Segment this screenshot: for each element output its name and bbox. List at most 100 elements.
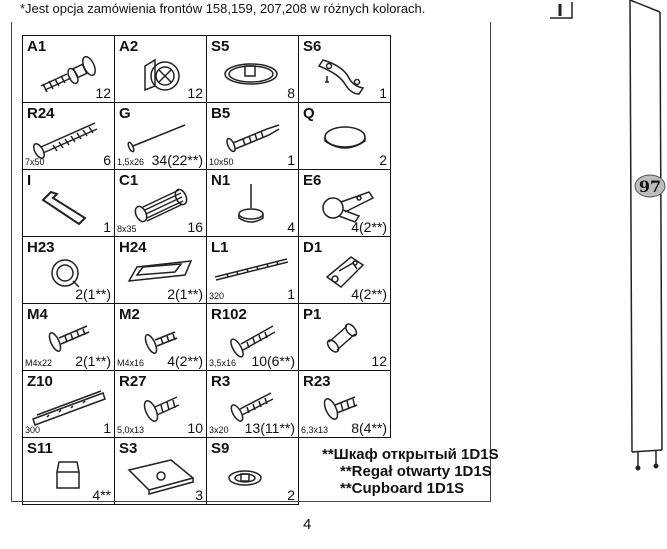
part-quantity: 4(2**) bbox=[167, 353, 203, 369]
part-cell: I 1 bbox=[23, 170, 115, 237]
part-quantity: 6 bbox=[103, 152, 111, 168]
panel-badge bbox=[634, 174, 666, 198]
part-code: Z10 bbox=[27, 373, 53, 390]
part-size: 3,5x16 bbox=[209, 358, 237, 368]
part-cell: R27 5,0x13 10 bbox=[115, 371, 207, 438]
part-size: 320 bbox=[209, 291, 225, 301]
part-code: N1 bbox=[211, 172, 231, 189]
part-quantity: 12 bbox=[371, 353, 387, 369]
rod-icon bbox=[214, 258, 289, 281]
part-quantity: 2 bbox=[379, 152, 387, 168]
part-cell: H24 2(1**) bbox=[115, 237, 207, 304]
part-size: 1,5x26 bbox=[117, 157, 145, 167]
part-size: 7x50 bbox=[25, 157, 45, 167]
hinge-plate-icon bbox=[325, 256, 365, 288]
part-size: 6,3x13 bbox=[301, 425, 329, 435]
product-name-en: **Cupboard 1D1S bbox=[340, 480, 465, 497]
part-code: S3 bbox=[119, 440, 138, 457]
part-cell: R24 7x50 6 bbox=[23, 103, 115, 170]
ring-shelf-support-icon bbox=[224, 63, 278, 85]
part-code: M2 bbox=[119, 306, 140, 323]
part-cell: S6 1 bbox=[299, 36, 391, 103]
drawer-runner-icon bbox=[32, 390, 106, 426]
part-code: C1 bbox=[119, 172, 139, 189]
cabinet-side-panel: 97 bbox=[550, 0, 666, 471]
wall-bracket-icon bbox=[317, 59, 365, 95]
part-size: M4x22 bbox=[25, 358, 53, 368]
part-cell: M2 M4x16 4(2**) bbox=[115, 304, 207, 371]
part-code: G bbox=[119, 105, 131, 122]
short-machine-screw-icon bbox=[144, 331, 178, 354]
part-quantity: 1 bbox=[287, 152, 295, 168]
part-size: 300 bbox=[25, 425, 41, 435]
part-quantity: 2(1**) bbox=[167, 286, 203, 302]
shelf-pin-icon bbox=[56, 461, 80, 489]
long-screw-icon bbox=[32, 122, 98, 159]
part-quantity: 13(11**) bbox=[244, 420, 295, 436]
part-quantity: 1 bbox=[103, 219, 111, 235]
part-cell: P1 12 bbox=[299, 304, 391, 371]
wooden-dowel-icon bbox=[134, 188, 188, 223]
product-names: **Шкаф открытый 1D1S **Regał otwarty 1D1… bbox=[322, 446, 499, 497]
part-quantity: 4(2**) bbox=[351, 286, 387, 302]
panel-label: 97 bbox=[639, 177, 661, 196]
part-code: P1 bbox=[303, 306, 322, 323]
part-cell: A1 12 bbox=[23, 36, 115, 103]
part-cell: E6 4(2**) bbox=[299, 170, 391, 237]
part-quantity: 4(2**) bbox=[351, 219, 387, 235]
part-quantity: 2(1**) bbox=[75, 286, 111, 302]
part-code: E6 bbox=[303, 172, 322, 189]
part-code: L1 bbox=[211, 239, 229, 256]
part-code: H23 bbox=[27, 239, 55, 256]
eccentric-bolt-icon bbox=[40, 55, 96, 93]
part-cell: S3 3 bbox=[115, 438, 207, 505]
pin-icon bbox=[326, 323, 358, 353]
part-cell: M4 M4x22 2(1**) bbox=[23, 304, 115, 371]
part-quantity: 1 bbox=[287, 286, 295, 302]
hinge-icon bbox=[322, 191, 375, 223]
part-quantity: 34(22**) bbox=[151, 152, 203, 168]
part-quantity: 10(6**) bbox=[251, 353, 295, 369]
part-cell: G 1,5x26 34(22**) bbox=[115, 103, 207, 170]
part-code: R23 bbox=[303, 373, 331, 390]
part-quantity: 12 bbox=[95, 85, 111, 101]
bolt-screw-icon bbox=[323, 396, 358, 420]
part-cell: Q 2 bbox=[299, 103, 391, 170]
part-quantity: 4 bbox=[287, 219, 295, 235]
cam-lock-icon bbox=[144, 58, 180, 92]
part-size: 10x50 bbox=[209, 157, 234, 167]
part-code: S11 bbox=[27, 440, 53, 457]
part-size: 5,0x13 bbox=[117, 425, 145, 435]
part-quantity: 1 bbox=[103, 420, 111, 436]
handle-icon bbox=[127, 260, 193, 282]
part-size: M4x16 bbox=[117, 358, 145, 368]
euro-screw-icon bbox=[143, 396, 180, 422]
mounting-plate-icon bbox=[127, 459, 195, 495]
part-size: 3x20 bbox=[209, 425, 229, 435]
part-cell: S11 4** bbox=[23, 438, 115, 505]
part-cell: L1 320 1 bbox=[207, 237, 299, 304]
part-code: A2 bbox=[119, 38, 139, 55]
part-code: A1 bbox=[27, 38, 47, 55]
part-quantity: 1 bbox=[379, 85, 387, 101]
wood-screw-icon bbox=[230, 325, 276, 358]
part-code: I bbox=[27, 172, 32, 189]
part-quantity: 16 bbox=[187, 219, 203, 235]
part-cell: H23 2(1**) bbox=[23, 237, 115, 304]
part-cell: A2 12 bbox=[115, 36, 207, 103]
product-name-pl: **Regał otwarty 1D1S bbox=[340, 463, 492, 480]
part-cell: R23 6,3x13 8(4**) bbox=[299, 371, 391, 438]
part-cell: B5 10x50 1 bbox=[207, 103, 299, 170]
part-code: S6 bbox=[303, 38, 322, 55]
part-quantity: 8(4**) bbox=[351, 420, 387, 436]
part-quantity: 12 bbox=[187, 85, 203, 101]
part-code: R27 bbox=[119, 373, 147, 390]
part-code: M4 bbox=[27, 306, 48, 323]
part-cell: S9 2 bbox=[207, 438, 299, 505]
part-size: 8x35 bbox=[117, 224, 137, 234]
felt-pad-icon bbox=[324, 126, 366, 149]
part-code: R24 bbox=[27, 105, 55, 122]
part-code: H24 bbox=[119, 239, 147, 256]
part-code: D1 bbox=[303, 239, 323, 256]
wall-plug-icon bbox=[226, 124, 280, 153]
